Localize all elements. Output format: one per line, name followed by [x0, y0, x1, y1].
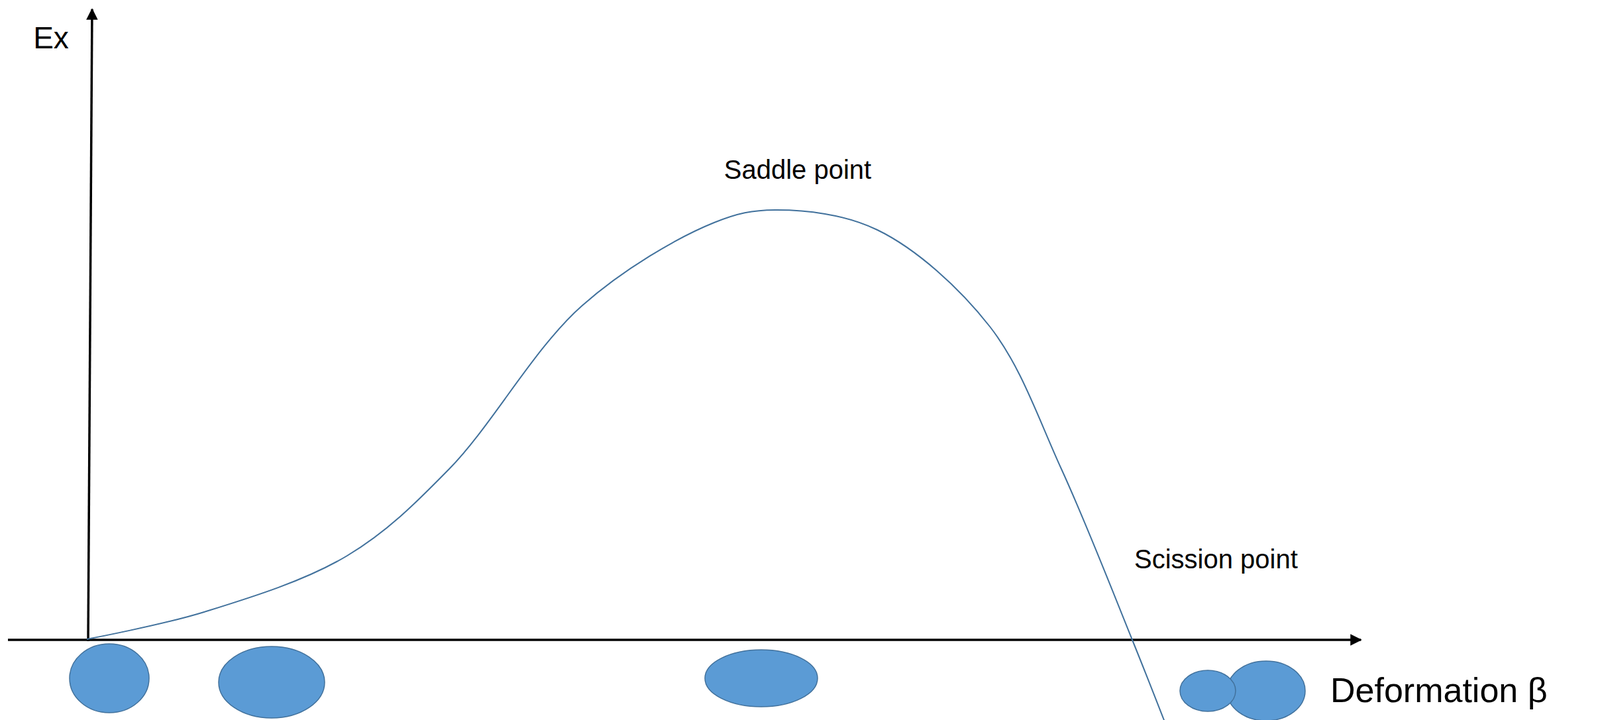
- light-fragment: [1179, 670, 1236, 712]
- axis-label: Ex: [33, 21, 69, 55]
- deformed-nucleus: [218, 646, 325, 719]
- axis-label: Deformation β: [1330, 671, 1548, 710]
- energy-axis: [88, 9, 93, 642]
- spherical-nucleus: [69, 643, 150, 713]
- barrier-curve: [86, 210, 1167, 720]
- point-label: Saddle point: [724, 155, 872, 185]
- heavy-fragment: [1226, 661, 1306, 720]
- saddle-nucleus: [704, 649, 818, 707]
- point-label: Scission point: [1134, 544, 1298, 574]
- deformation-axis: [7, 638, 1361, 642]
